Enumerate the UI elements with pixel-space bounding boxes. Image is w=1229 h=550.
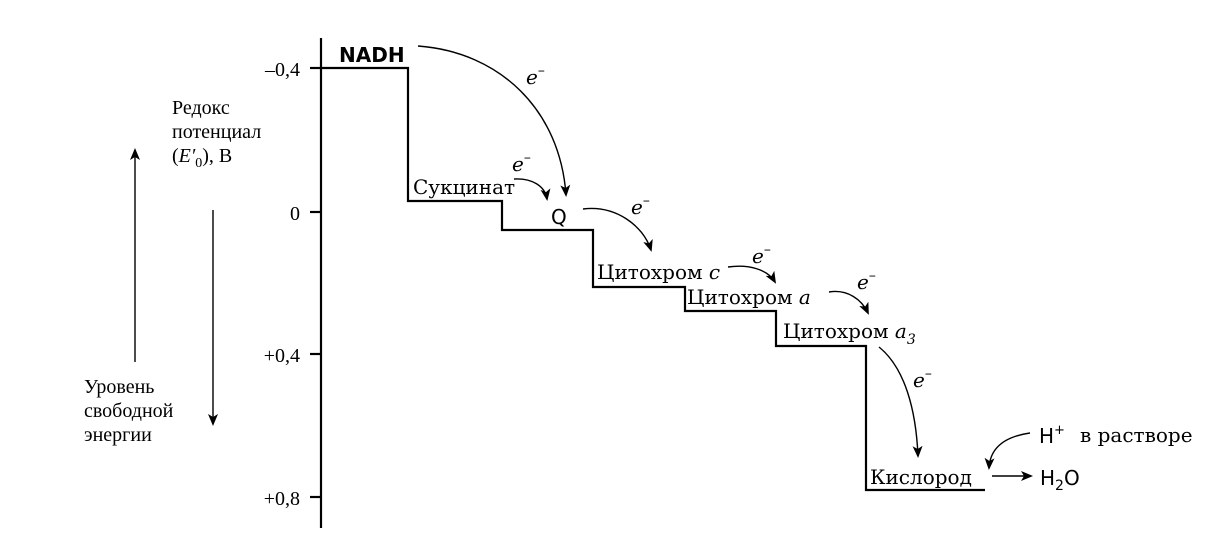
tick-label: +0,8 [264,488,300,510]
electron-label: e– [526,63,545,89]
tick-label: –0,4 [264,59,300,81]
electron-label: e– [752,242,771,268]
free-energy-label: Уровень свободной энергии [84,375,173,447]
axis-title-unit: (E′0), В [172,145,233,171]
electron-arrow [417,45,571,197]
succinate-label: Сукцинат [413,175,515,199]
cytochrome-a-label: Цитохром a [687,285,811,309]
cytochrome-a3-label: Цитохром a3 [783,319,916,348]
electron-arrow [582,207,653,252]
free-energy-line: Уровень [84,376,155,398]
electron-label: e– [857,268,876,294]
electron-arrow [727,265,777,284]
free-energy-line: энергии [84,424,152,446]
energy-staircase [321,66,985,492]
proton-arrow [984,432,1031,470]
water-label: H2O [1040,466,1080,494]
electron-arrow [828,290,869,315]
tick-label: 0 [290,203,300,225]
electron-label: e– [631,193,650,219]
axis-title: Редокс потенциал (E′0), В [172,96,261,176]
axis-title-line: Редокс [172,97,230,119]
solution-label: в растворе [1080,423,1193,447]
electron-label: e– [512,150,531,176]
tick-label: +0,4 [264,345,300,367]
cytochrome-c-label: Цитохром c [597,260,720,284]
proton-label: H+ [1039,423,1065,448]
electron-arrow [513,178,551,201]
axis-title-line: потенциал [172,121,262,143]
oxygen-label: Кислород [870,465,972,489]
electron-arrow [878,346,923,458]
electron-label: e– [913,366,932,392]
nadh-label: NADH [339,43,405,67]
free-energy-line: свободной [84,400,174,422]
q-label: Q [551,205,567,229]
